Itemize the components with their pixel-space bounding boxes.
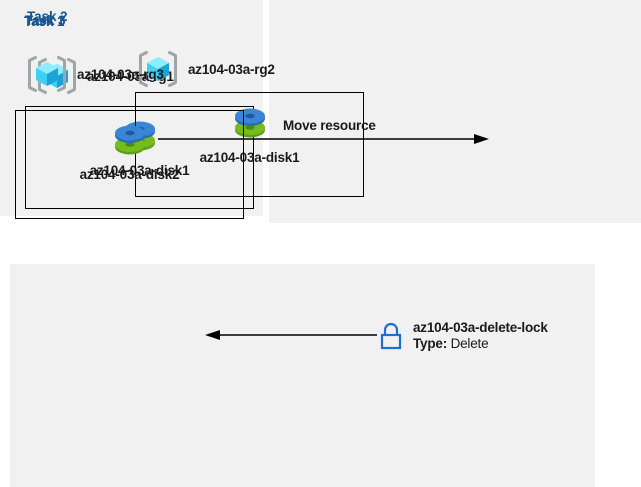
task-panel-3 [10, 264, 595, 487]
delete-lock-type-key: Type: [413, 336, 448, 351]
task-panel-2-title: Task 2 [27, 9, 68, 24]
resource-group-label-2: az104-03a-rg2 [188, 61, 275, 77]
resource-group-row-3: az104-03a-rg3 [26, 55, 164, 93]
task-panel-2 [269, 0, 641, 223]
task-panel-1 [0, 0, 263, 216]
resource-label-2: az104-03a-disk1 [199, 150, 300, 165]
resource-label-1: az104-03a-disk1 [89, 163, 190, 178]
delete-lock-block: az104-03a-delete-lock Type: Delete [377, 320, 548, 351]
resource-group-label-3: az104-03a-rg3 [77, 66, 164, 82]
managed-disk-icon [114, 125, 145, 155]
task-panel-3-title: Task 3 [25, 13, 66, 28]
connector-delete-lock [205, 328, 377, 342]
delete-lock-text: az104-03a-delete-lock Type: Delete [413, 320, 548, 351]
connector-move-resource [158, 131, 489, 149]
delete-lock-type-line: Type: Delete [413, 336, 548, 351]
resource-label-3: az104-03a-disk2 [79, 167, 180, 182]
connector-label-move-resource: Move resource [283, 118, 376, 133]
delete-lock-type-value: Delete [450, 336, 489, 351]
delete-lock-name: az104-03a-delete-lock [413, 320, 548, 335]
resource-item-2: az104-03a-disk1 [135, 101, 364, 165]
task-panel-1-title: Task 1 [24, 14, 65, 29]
resource-group-icon [137, 50, 179, 88]
resource-group-row-2: az104-03a-rg2 [137, 50, 275, 88]
resource-group-icon [26, 55, 68, 93]
lock-icon [380, 322, 402, 350]
resource-container-3 [15, 110, 244, 219]
resource-container-1 [25, 106, 254, 209]
resource-item-3: az104-03a-disk2 [15, 118, 244, 182]
managed-disk-icon [234, 108, 265, 138]
